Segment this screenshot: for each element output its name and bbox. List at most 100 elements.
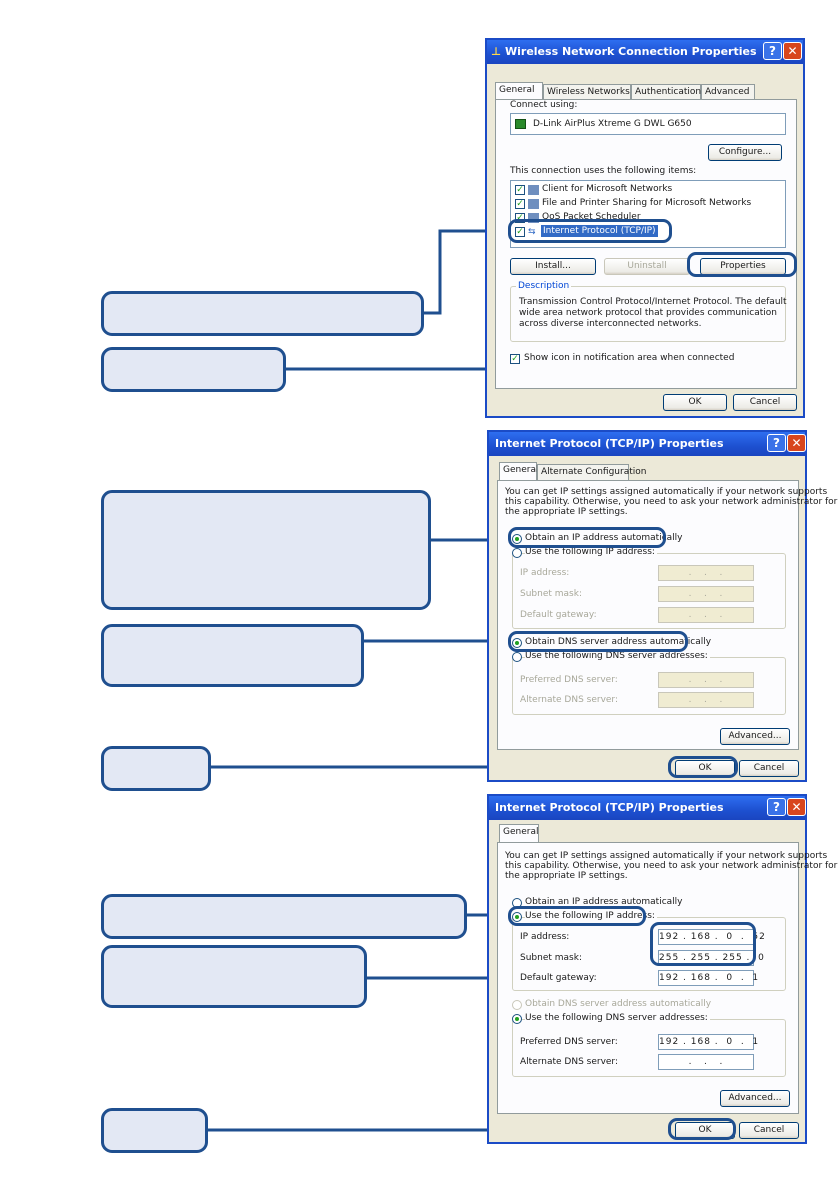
advanced-button[interactable]: Advanced... (720, 1090, 790, 1107)
ip-label: IP address: (520, 932, 570, 942)
intro-line: You can get IP settings assigned automat… (505, 851, 828, 861)
alternate-dns-field[interactable]: . . . (658, 692, 754, 708)
use-dns-radio[interactable] (512, 1014, 522, 1024)
description-label: Description (516, 281, 572, 291)
show-icon-checkbox[interactable]: ✓ (510, 354, 520, 364)
adapter-box: D-Link AirPlus Xtreme G DWL G650 (510, 113, 786, 135)
description-line: Transmission Control Protocol/Internet P… (519, 297, 787, 307)
network-card-icon (515, 119, 526, 129)
gateway-field[interactable]: . . . (658, 607, 754, 623)
dialog2-title: Internet Protocol (TCP/IP) Properties (495, 437, 724, 450)
checkbox-icon[interactable]: ✓ (515, 213, 525, 223)
description-line: across diverse interconnected networks. (519, 319, 702, 329)
configure-button[interactable]: Configure... (708, 144, 782, 161)
callout-use-static-ip (101, 894, 467, 939)
ip-field[interactable]: . . . (658, 565, 754, 581)
items-label: This connection uses the following items… (510, 166, 697, 176)
dialog3-titlebar: Internet Protocol (TCP/IP) Properties ? … (489, 796, 806, 820)
obtain-dns-auto-label: Obtain DNS server address automatically (525, 637, 712, 647)
dialog3-general-panel: You can get IP settings assigned automat… (497, 842, 837, 1114)
tcpip-properties-dialog-auto: Internet Protocol (TCP/IP) Properties ? … (487, 430, 837, 782)
advanced-button[interactable]: Advanced... (720, 728, 790, 745)
subnet-field[interactable]: . . . (658, 586, 754, 602)
cancel-button[interactable]: Cancel (739, 760, 799, 777)
use-dns-label: Use the following DNS server addresses: (525, 651, 710, 661)
subnet-label: Subnet mask: (520, 589, 582, 599)
share-icon (528, 199, 539, 209)
intro-line: You can get IP settings assigned automat… (505, 487, 828, 497)
dialog3-title: Internet Protocol (TCP/IP) Properties (495, 801, 724, 814)
callout-select-tcpip (101, 291, 424, 336)
install-button[interactable]: Install... (510, 258, 596, 275)
list-item[interactable]: File and Printer Sharing for Microsoft N… (542, 198, 752, 208)
tab-wireless-networks[interactable]: Wireless Networks (543, 84, 631, 100)
dialog1-general-panel: Connect using: D-Link AirPlus Xtreme G D… (495, 99, 797, 389)
tab-general[interactable]: General (499, 824, 539, 842)
highlight-tcpip (508, 219, 672, 243)
alternate-dns-label: Alternate DNS server: (520, 1057, 619, 1067)
cancel-button[interactable]: Cancel (739, 1122, 799, 1139)
checkbox-icon[interactable]: ✓ (515, 227, 525, 237)
list-item[interactable]: QoS Packet Scheduler (542, 212, 641, 222)
components-list[interactable]: ✓ Client for Microsoft Networks ✓ File a… (510, 180, 786, 248)
callout-obtain-dns (101, 624, 364, 687)
help-button[interactable]: ? (767, 434, 786, 452)
highlight-use-ip (508, 906, 646, 926)
connect-using-label: Connect using: (510, 100, 578, 110)
gateway-label: Default gateway: (520, 973, 597, 983)
highlight-properties (687, 252, 797, 277)
description-line: wide area network protocol that provides… (519, 308, 777, 318)
use-ip-label: Use the following IP address: (525, 547, 657, 557)
ip-field[interactable]: 192 . 168 . 0 . 52 (658, 929, 765, 945)
tab-general[interactable]: General (495, 82, 543, 100)
scheduler-icon (528, 213, 539, 223)
dialog1-titlebar: ⊥ Wireless Network Connection Properties… (487, 40, 803, 64)
alternate-dns-field[interactable]: . . . (658, 1054, 754, 1070)
callout-click-properties (101, 347, 286, 392)
use-dns-radio[interactable] (512, 652, 522, 662)
show-icon-label: Show icon in notification area when conn… (524, 353, 735, 363)
checkbox-icon[interactable]: ✓ (515, 199, 525, 209)
tab-general[interactable]: General (499, 462, 538, 480)
checkbox-icon[interactable]: ✓ (515, 185, 525, 195)
tab-authentication[interactable]: Authentication (631, 84, 701, 100)
cancel-button[interactable]: Cancel (733, 394, 797, 411)
list-item-selected[interactable]: Internet Protocol (TCP/IP) (541, 225, 658, 237)
highlight-obtain-dns (508, 631, 688, 652)
callout-obtain-ip (101, 490, 431, 610)
subnet-label: Subnet mask: (520, 953, 582, 963)
obtain-dns-auto-radio[interactable] (512, 1000, 522, 1010)
dialog2-titlebar: Internet Protocol (TCP/IP) Properties ? … (489, 432, 806, 456)
callout-enter-ip-subnet (101, 945, 367, 1008)
highlight-ok-2 (668, 1118, 736, 1140)
close-button[interactable]: ✕ (787, 434, 806, 452)
preferred-dns-field[interactable]: . . . (658, 672, 754, 688)
description-group: Description Transmission Control Protoco… (510, 281, 787, 342)
use-dns-label: Use the following DNS server addresses: (525, 1013, 710, 1023)
use-ip-radio[interactable] (512, 548, 522, 558)
ok-button[interactable]: OK (663, 394, 727, 411)
highlight-ok-1 (668, 756, 738, 778)
close-button[interactable]: ✕ (787, 798, 806, 816)
close-button[interactable]: ✕ (783, 42, 802, 60)
protocol-icon: ⇆ (528, 227, 536, 237)
network-icon: ⊥ (491, 45, 502, 58)
tab-alternate-configuration[interactable]: Alternate Configuration (537, 464, 646, 480)
intro-line: the appropriate IP settings. (505, 871, 628, 881)
highlight-obtain-ip (508, 527, 666, 548)
dialog1-title: Wireless Network Connection Properties (505, 45, 757, 58)
uninstall-button[interactable]: Uninstall (604, 258, 690, 275)
gateway-field[interactable]: 192 . 168 . 0 . 1 (658, 970, 758, 986)
tab-advanced[interactable]: Advanced (701, 84, 755, 100)
preferred-dns-field[interactable]: 192 . 168 . 0 . 1 (658, 1034, 758, 1050)
list-item[interactable]: Client for Microsoft Networks (542, 184, 673, 194)
help-button[interactable]: ? (763, 42, 782, 60)
wireless-properties-dialog: ⊥ Wireless Network Connection Properties… (485, 38, 805, 418)
tcpip-properties-dialog-static: Internet Protocol (TCP/IP) Properties ? … (487, 794, 837, 1144)
obtain-ip-auto-label: Obtain an IP address automatically (525, 533, 683, 543)
help-button[interactable]: ? (767, 798, 786, 816)
preferred-dns-label: Preferred DNS server: (520, 675, 618, 685)
client-icon (528, 185, 539, 195)
dialog2-general-panel: You can get IP settings assigned automat… (497, 480, 837, 750)
intro-line: this capability. Otherwise, you need to … (505, 497, 838, 507)
